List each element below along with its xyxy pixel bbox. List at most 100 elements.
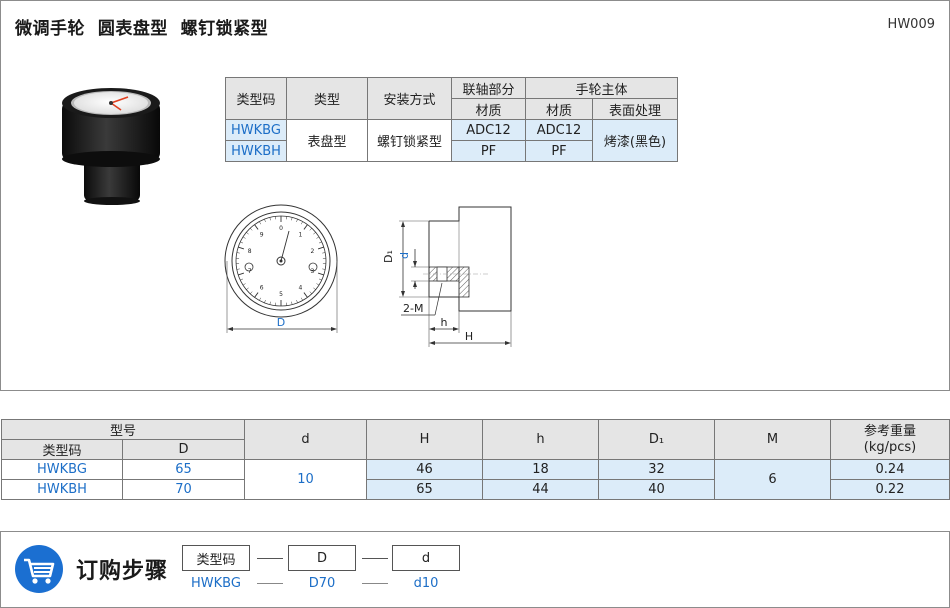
spec-header-install: 安装方式 xyxy=(367,77,452,120)
dial-tick xyxy=(296,299,298,303)
dial-number: 0 xyxy=(279,225,283,232)
spec-cell-code: HWKBH xyxy=(225,140,287,162)
dial-tick xyxy=(318,241,322,244)
spec-cell-shaft-material: PF xyxy=(451,140,526,162)
dial-tick xyxy=(318,278,322,281)
dial-tick xyxy=(250,228,253,231)
dim-header-type-code: 类型码 xyxy=(1,439,123,460)
order-value-D: D70 xyxy=(308,576,336,591)
dial-tick xyxy=(246,232,249,235)
dim-cell-M: 6 xyxy=(714,459,832,500)
spec-subheader-material: 材质 xyxy=(451,98,526,120)
dial-tick xyxy=(303,292,308,298)
dial-number: 6 xyxy=(260,285,264,292)
dial-tick xyxy=(259,297,261,301)
cart-icon xyxy=(15,545,63,593)
dim-label-d: d xyxy=(398,252,411,259)
table-row: HWKBH PF PF xyxy=(225,140,678,162)
dim-cell-weight: 0.24 xyxy=(830,459,950,480)
dim-cell-D: 70 xyxy=(121,479,246,500)
dim-cell-code: HWKBH xyxy=(1,479,123,500)
dial-tick xyxy=(316,283,320,286)
spec-cell-body-material: PF xyxy=(525,140,593,162)
dial-tick xyxy=(240,278,244,281)
dial-number: 4 xyxy=(298,285,302,292)
dial-number: 8 xyxy=(248,248,252,255)
dim-header-model: 型号 xyxy=(0,419,246,440)
dial-tick xyxy=(291,301,293,305)
dial-tick xyxy=(322,252,326,254)
dim-label-D: D xyxy=(277,316,285,329)
dim-label-h: h xyxy=(441,316,448,329)
dial-number: 1 xyxy=(298,231,302,238)
dial-number: 3 xyxy=(310,268,314,275)
dim-label-D1: D₁ xyxy=(382,250,395,263)
dial-tick xyxy=(250,291,253,294)
dial-tick xyxy=(301,297,303,301)
dim-cell-h: 44 xyxy=(482,479,600,500)
dial-tick xyxy=(236,252,240,254)
order-box-type-code: 类型码 xyxy=(182,545,250,571)
order-value-connector xyxy=(362,583,388,584)
dial-tick xyxy=(242,283,246,286)
dial-tick xyxy=(269,217,271,221)
dial-number: 7 xyxy=(248,268,252,275)
dial-ticks xyxy=(236,216,326,306)
spec-header-wheel-body: 手轮主体 xyxy=(524,77,679,99)
product-code: HW009 xyxy=(887,17,935,32)
dial-number: 2 xyxy=(310,248,314,255)
table-row: HWKBG 表盘型 螺钉锁紧型 ADC12 ADC12 烤漆(黑色) xyxy=(225,119,679,162)
dim-header-H: H xyxy=(366,419,484,460)
order-connector xyxy=(362,558,388,559)
dim-header-D1: D₁ xyxy=(598,419,716,460)
dial-tick xyxy=(322,268,326,270)
order-value-type-code: HWKBG xyxy=(191,576,241,591)
order-value-connector xyxy=(257,583,283,584)
dial-tick xyxy=(246,287,249,290)
dial-tick xyxy=(309,291,312,294)
spec-header-type: 类型 xyxy=(286,77,368,120)
spec-header-shaft-part: 联轴部分 xyxy=(451,77,526,99)
dim-header-h: h xyxy=(482,419,600,460)
dial-tick xyxy=(313,232,316,235)
dim-header-d: d xyxy=(244,419,368,460)
product-panel: 微调手轮 圆表盘型 螺钉锁紧型 HW009 类型码 类型 安装方式 xyxy=(0,0,950,391)
dial-tick xyxy=(316,236,320,239)
spec-cell-code: HWKBG xyxy=(225,119,287,141)
spec-subheader-material: 材质 xyxy=(525,98,593,120)
order-steps-panel: 订购步骤 类型码 D d HWKBG D70 d10 xyxy=(0,531,950,608)
dial-tick xyxy=(309,228,312,231)
dial-numbers: 0 1 2 3 4 5 6 7 8 9 xyxy=(248,225,315,298)
dim-header-weight: 参考重量 (kg/pcs) xyxy=(830,419,950,460)
table-row: HWKBG 65 10 46 18 32 6 0.24 xyxy=(1,459,950,500)
product-photo xyxy=(62,88,160,205)
dial-tick xyxy=(291,217,293,221)
dial-tick xyxy=(303,224,308,230)
order-connector xyxy=(257,558,283,559)
spec-cell-body-material: ADC12 xyxy=(525,119,593,141)
order-steps-title: 订购步骤 xyxy=(76,559,169,584)
dimension-table: 型号 d H h D₁ M 参考重量 (kg/pcs) 类型码 D HWKBG … xyxy=(0,419,950,500)
dial-tick xyxy=(313,287,316,290)
order-box-D: D xyxy=(288,545,356,571)
spec-header-type-code: 类型码 xyxy=(225,77,287,120)
dial-number: 9 xyxy=(260,231,264,238)
order-value-d: d10 xyxy=(413,576,439,591)
table-row: HWKBH 70 65 44 40 0.22 xyxy=(1,479,950,500)
spec-subheader-surface: 表面处理 xyxy=(591,98,679,120)
spec-table: 类型码 类型 安装方式 联轴部分 手轮主体 材质 材质 表面处理 HWKBG 表… xyxy=(225,77,679,162)
dim-header-M: M xyxy=(714,419,832,460)
spec-cell-install: 螺钉锁紧型 xyxy=(367,119,452,162)
dim-cell-d: 10 xyxy=(244,459,368,500)
order-box-d: d xyxy=(392,545,460,571)
dial-tick xyxy=(296,219,298,223)
dial-tick xyxy=(254,224,259,230)
dim-cell-H: 65 xyxy=(366,479,484,500)
dial-number: 5 xyxy=(279,291,283,298)
spec-cell-type: 表盘型 xyxy=(286,119,368,162)
dial-tick xyxy=(317,272,324,276)
dim-cell-code: HWKBG xyxy=(1,459,123,480)
dial-tick xyxy=(236,268,240,270)
dim-cell-H: 46 xyxy=(366,459,484,480)
dim-header-D: D xyxy=(121,439,246,460)
